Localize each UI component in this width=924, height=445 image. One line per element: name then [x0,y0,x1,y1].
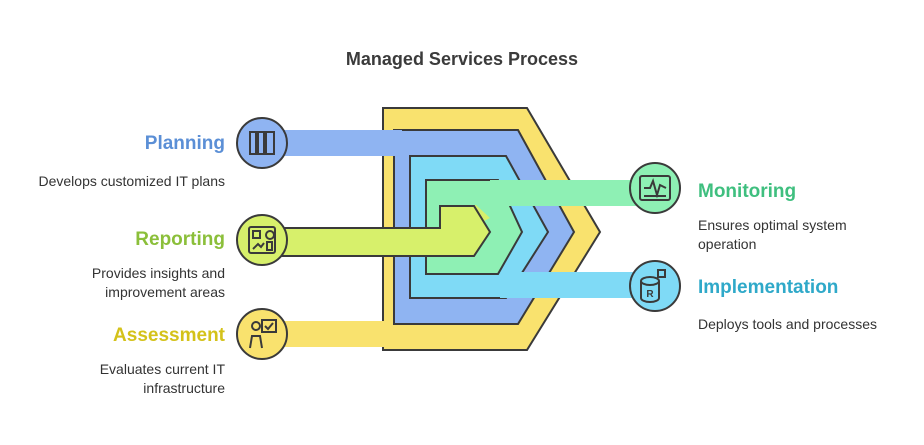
reporting-arrow [269,205,492,257]
presenter-check-icon [249,319,277,349]
reporting-node[interactable] [236,214,288,266]
monitor-pulse-icon [639,175,671,201]
implementation-description: Deploys tools and processes [698,316,877,332]
implementation-label: Implementation [698,277,839,298]
monitoring-node[interactable] [629,162,681,214]
page-title: Managed Services Process [345,49,579,69]
db-letter: R [646,289,654,300]
planning-node[interactable] [236,117,288,169]
dashboard-icon [248,226,276,254]
monitoring-description: Ensures optimal system operation [698,217,847,252]
assessment-node[interactable] [236,308,288,360]
monitoring-label: Monitoring [698,181,797,202]
reporting-description: Provides insights and improvement areas [91,265,225,300]
assessment-label: Assessment [113,325,225,346]
columns-icon [249,131,275,155]
reporting-label: Reporting [135,229,225,250]
assessment-description: Evaluates current IT infrastructure [99,361,225,396]
planning-description: Develops customized IT plans [38,173,226,189]
implementation-node[interactable]: R [629,260,681,312]
planning-label: Planning [144,133,225,154]
database-chip-icon [640,269,666,303]
